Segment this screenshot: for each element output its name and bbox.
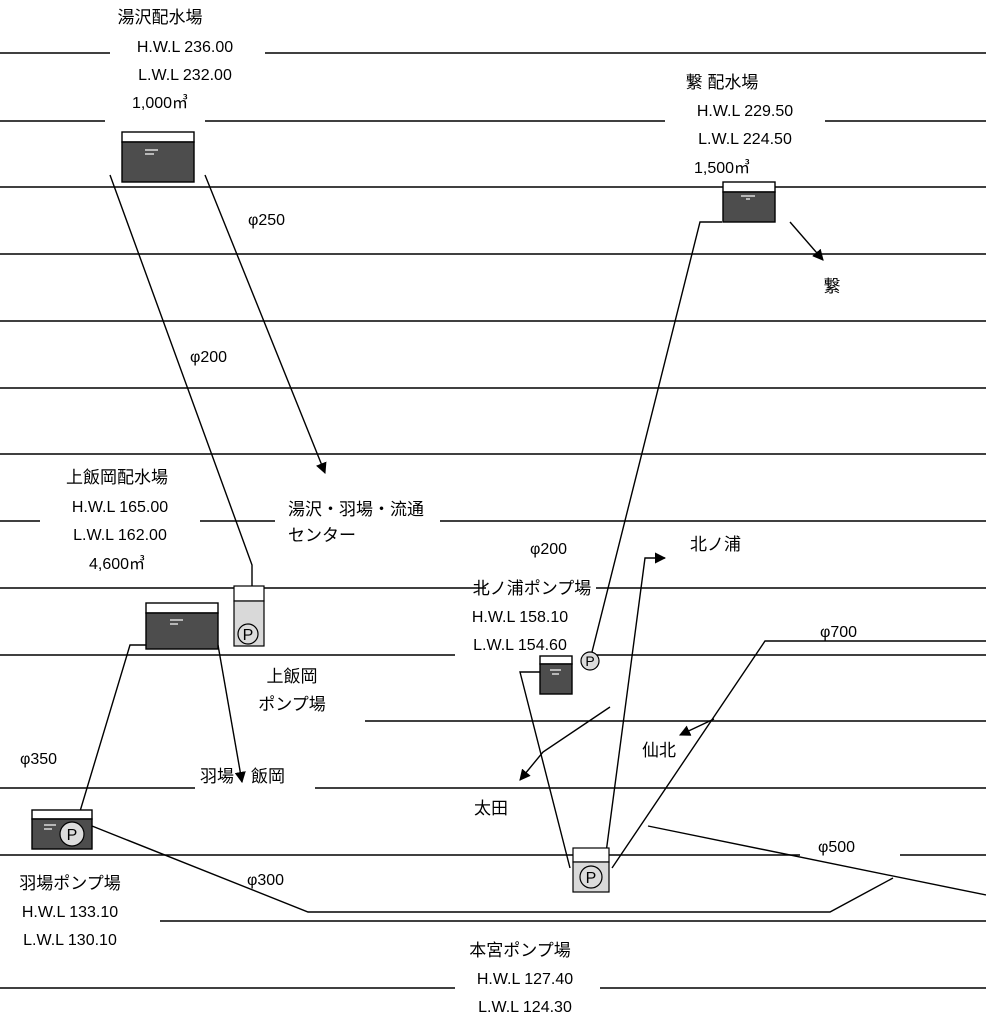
station-capacity: 1,500㎥ xyxy=(694,159,750,177)
kamiiioka-pump-label: 上飯岡 ポンプ場 xyxy=(258,667,326,714)
station-hwl: H.W.L 236.00 xyxy=(137,39,233,56)
pipes xyxy=(77,174,986,913)
dest-haba-iioka: 羽場・飯岡 xyxy=(200,767,285,786)
station-name: 羽場ポンプ場 xyxy=(19,874,121,893)
station-hwl: H.W.L 133.10 xyxy=(22,904,118,921)
yuzawa-tank xyxy=(121,131,195,183)
pipe-label-500: φ500 xyxy=(818,839,855,856)
station-name: 上飯岡配水場 xyxy=(66,468,168,487)
motomiya-pump-label: 本宮ポンプ場 H.W.L 127.40 L.W.L 124.30 xyxy=(469,941,573,1016)
station-name: 北ノ浦ポンプ場 xyxy=(473,579,592,598)
haba-pump-icon: P xyxy=(59,821,85,847)
station-lwl: L.W.L 162.00 xyxy=(73,527,167,544)
pump-symbol: P xyxy=(243,627,254,644)
station-capacity: 4,600㎥ xyxy=(89,555,145,573)
station-lwl: L.W.L 154.60 xyxy=(473,637,567,654)
pipe-label-200-b: φ200 xyxy=(530,541,567,558)
kitanoura-pump-label: 北ノ浦ポンプ場 H.W.L 158.10 L.W.L 154.60 xyxy=(472,579,591,654)
station-lwl: L.W.L 224.50 xyxy=(698,131,792,148)
station-lwl: L.W.L 124.30 xyxy=(478,999,572,1016)
station-lwl: L.W.L 130.10 xyxy=(23,932,117,949)
dest-tsunagi: 繋 xyxy=(824,277,841,296)
station-hwl: H.W.L 127.40 xyxy=(477,971,573,988)
dest-yuzawa-area-2: センター xyxy=(288,526,356,545)
pipe-labels: φ250 φ200 φ200 φ350 φ300 φ700 φ500 xyxy=(20,212,857,889)
pump-symbol: P xyxy=(586,870,597,887)
dest-senboku: 仙北 xyxy=(642,741,676,760)
station-hwl: H.W.L 229.50 xyxy=(697,103,793,120)
kamiiioka-tank xyxy=(145,602,219,650)
pump-name-line1: 上飯岡 xyxy=(267,667,318,686)
pump-name-line2: ポンプ場 xyxy=(258,695,326,714)
station-hwl: H.W.L 165.00 xyxy=(72,499,168,516)
tsunagi-tank xyxy=(722,181,776,223)
tsunagi-station-label: 繋 配水場 H.W.L 229.50 L.W.L 224.50 1,500㎥ xyxy=(686,73,794,177)
station-name: 繋 配水場 xyxy=(686,73,759,92)
dest-ohta: 太田 xyxy=(474,799,508,818)
pipe-label-350: φ350 xyxy=(20,751,57,768)
destination-labels: 繋 湯沢・羽場・流通 センター 北ノ浦 仙北 太田 羽場・飯岡 xyxy=(200,277,841,818)
pump-symbol: P xyxy=(585,653,594,669)
yuzawa-station-label: 湯沢配水場 H.W.L 236.00 L.W.L 232.00 1,000㎥ xyxy=(118,8,234,112)
pipe-label-700: φ700 xyxy=(820,624,857,641)
kamiiioka-station-label: 上飯岡配水場 H.W.L 165.00 L.W.L 162.00 4,600㎥ xyxy=(66,468,168,573)
haba-pump-label: 羽場ポンプ場 H.W.L 133.10 L.W.L 130.10 xyxy=(19,874,121,949)
motomiya-pump-icon: P xyxy=(572,847,610,893)
pipe-label-300: φ300 xyxy=(247,872,284,889)
station-name: 本宮ポンプ場 xyxy=(469,941,571,960)
kitanoura-tank xyxy=(539,655,573,695)
dest-kitanoura: 北ノ浦 xyxy=(690,535,741,554)
pipe-label-250: φ250 xyxy=(248,212,285,229)
pipe-label-200-a: φ200 xyxy=(190,349,227,366)
station-name: 湯沢配水場 xyxy=(118,8,203,27)
station-lwl: L.W.L 232.00 xyxy=(138,67,232,84)
kitanoura-pump-icon: P xyxy=(580,651,600,671)
pump-symbol: P xyxy=(67,827,78,844)
station-hwl: H.W.L 158.10 xyxy=(472,609,568,626)
kamiiioka-pump-icon: P xyxy=(233,585,265,647)
station-capacity: 1,000㎥ xyxy=(132,94,188,112)
dest-yuzawa-area-1: 湯沢・羽場・流通 xyxy=(288,500,424,519)
